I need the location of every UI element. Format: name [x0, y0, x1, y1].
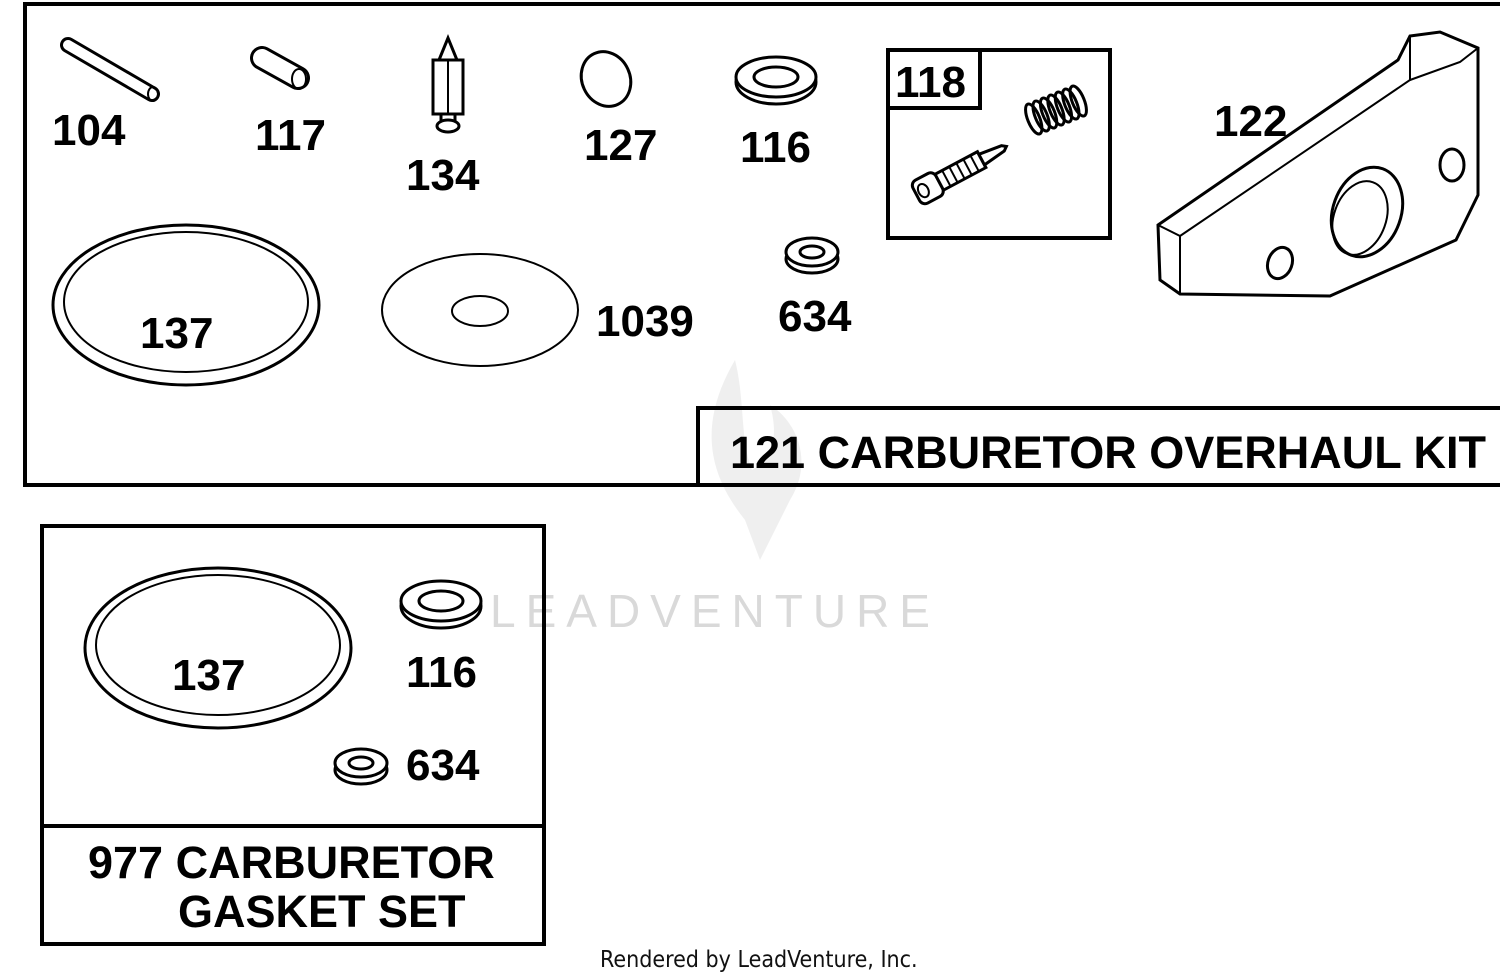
gasket-set-part-116-washer[interactable] — [399, 579, 483, 630]
label-118: 118 — [895, 58, 966, 107]
label-134: 134 — [406, 151, 480, 200]
label-127: 127 — [584, 121, 657, 170]
part-117-sleeve[interactable] — [250, 46, 310, 90]
gasket-set-panel: 977 CARBURETOR GASKET SET 137 116 634 — [40, 524, 546, 946]
footer-credit: Rendered by LeadVenture, Inc. — [600, 947, 918, 973]
label-1039: 1039 — [596, 297, 694, 346]
watermark: LEADVENTURE — [490, 360, 940, 637]
part-104-pin[interactable] — [60, 37, 160, 102]
gasket-set-label-116: 116 — [406, 648, 477, 697]
gasket-set-label-634: 634 — [406, 741, 480, 790]
label-104: 104 — [52, 106, 126, 155]
gasket-set-part-137-ring[interactable] — [83, 566, 353, 730]
part-122-gasket-plate[interactable] — [1156, 30, 1480, 298]
label-137: 137 — [140, 309, 213, 358]
label-116: 116 — [740, 123, 811, 172]
part-118-screw-and-spring[interactable] — [886, 48, 1112, 240]
gasket-set-part-634-washer[interactable] — [333, 747, 389, 786]
gasket-set-label-137: 137 — [172, 651, 245, 700]
overhaul-kit-title: 121 CARBURETOR OVERHAUL KIT — [730, 427, 1486, 478]
label-122: 122 — [1214, 97, 1287, 146]
part-634-washer[interactable] — [784, 236, 840, 275]
part-137-gasket-ring[interactable] — [51, 223, 321, 387]
part-127-plug[interactable] — [572, 43, 639, 114]
part-116-washer[interactable] — [734, 55, 818, 106]
gasket-set-title-line2: GASKET SET — [178, 886, 466, 937]
watermark-text: LEADVENTURE — [490, 585, 940, 637]
spring-icon — [1024, 84, 1088, 136]
gasket-set-title-line1: 977 CARBURETOR — [88, 837, 495, 888]
label-634: 634 — [778, 292, 852, 341]
label-117: 117 — [255, 111, 326, 160]
part-1039-diaphragm[interactable] — [381, 253, 579, 367]
overhaul-kit-panel: 121 CARBURETOR OVERHAUL KIT 104 117 134 — [23, 2, 1500, 487]
part-134-needle[interactable] — [431, 34, 465, 134]
mixture-screw-icon — [910, 144, 1009, 206]
